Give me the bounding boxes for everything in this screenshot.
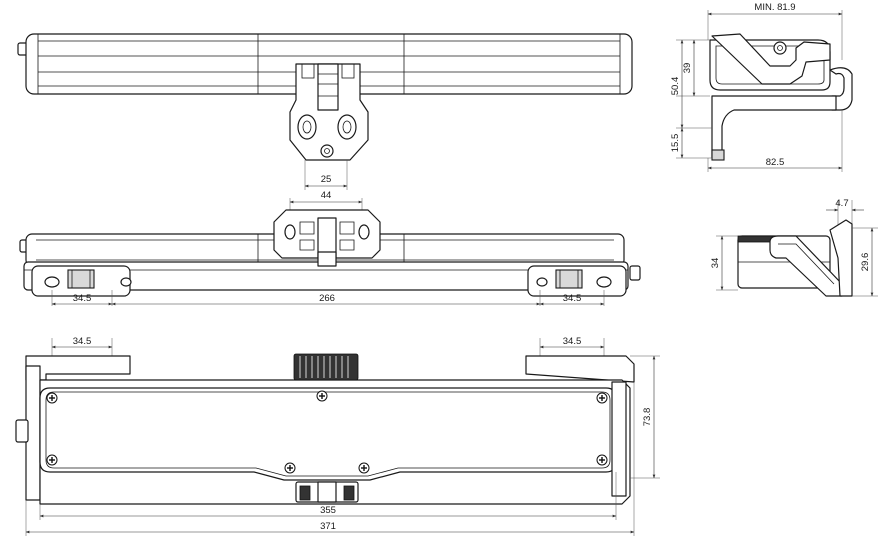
front-view: 34.5 34.5 xyxy=(15,336,660,536)
dim-34-5-left: 34.5 xyxy=(73,293,92,304)
dim-4-7: 4.7 xyxy=(835,198,848,209)
side-view: 44 xyxy=(19,190,641,306)
dim-371: 371 xyxy=(320,521,336,532)
dim-34: 34 xyxy=(710,258,721,269)
front-view-screws xyxy=(46,390,608,474)
dim-39: 39 xyxy=(682,63,693,74)
dim-min-81-9: MIN. 81.9 xyxy=(754,2,795,13)
dim-44: 44 xyxy=(321,190,332,201)
top-view-bracket xyxy=(289,63,369,161)
dim-34-5-front-right: 34.5 xyxy=(563,336,582,347)
end-view: MIN. 81.9 82.5 39 50.4 15.5 xyxy=(670,2,853,172)
dim-355: 355 xyxy=(320,505,336,516)
side-view-center-bracket xyxy=(273,209,381,267)
side-view-left-bracket xyxy=(31,265,132,297)
dim-34-5-front-left: 34.5 xyxy=(73,336,92,347)
dim-82-5: 82.5 xyxy=(766,157,785,168)
dim-50-4: 50.4 xyxy=(670,77,681,96)
dim-29-6: 29.6 xyxy=(860,253,871,272)
dim-25: 25 xyxy=(321,174,332,185)
dim-34-5-right: 34.5 xyxy=(563,293,582,304)
dim-15-5: 15.5 xyxy=(670,134,681,153)
dim-266: 266 xyxy=(319,293,335,304)
small-end-view: 4.7 34 29.6 xyxy=(710,198,878,297)
side-view-right-bracket xyxy=(527,265,627,297)
dim-73-8: 73.8 xyxy=(642,408,653,427)
top-view: 25 xyxy=(17,33,633,190)
